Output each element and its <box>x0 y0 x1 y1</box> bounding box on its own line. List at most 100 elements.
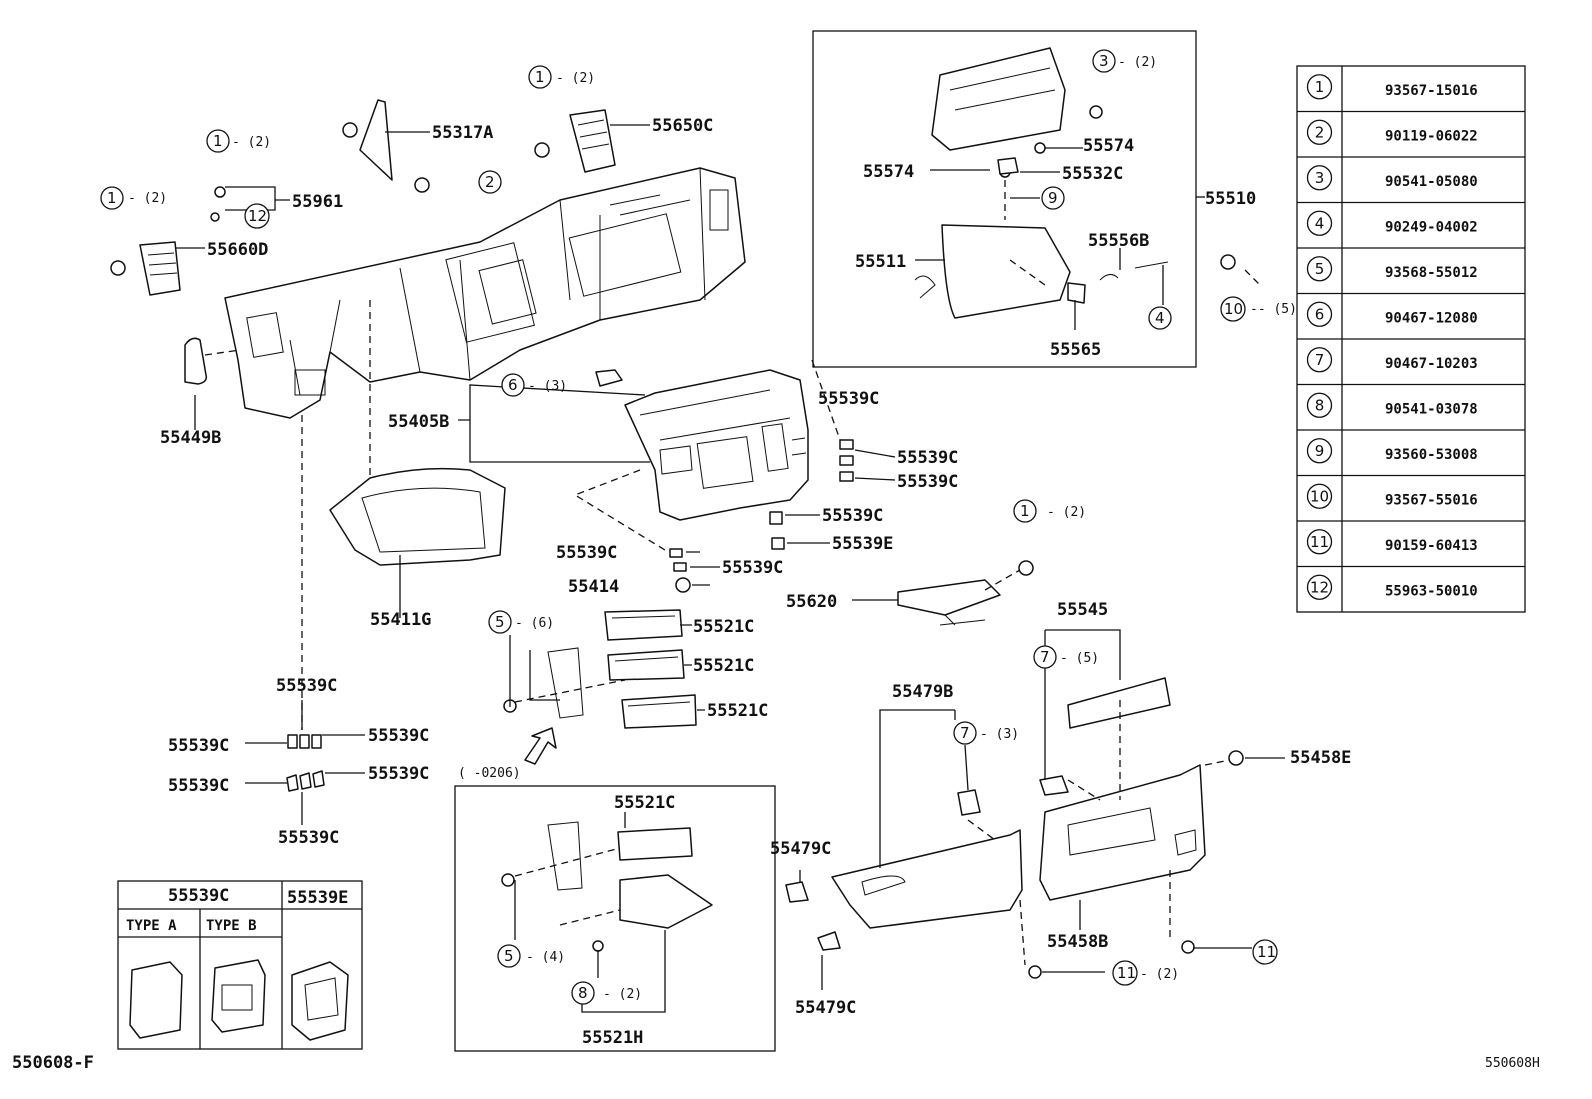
svg-text:TYPE B: TYPE B <box>206 918 257 934</box>
date-range: ( -0206) <box>458 766 521 781</box>
label-55650C: 55650C <box>652 116 713 136</box>
label-55556B: 55556B <box>1088 231 1149 251</box>
label-55521C-3: 55521C <box>707 701 768 721</box>
table-row-index-circle <box>1306 210 1333 236</box>
table-row-part-number: 90541-03078 <box>1385 401 1478 417</box>
label-55539C-1: 55539C <box>818 389 879 409</box>
vent-top-drawing <box>569 109 616 173</box>
svg-text:2: 2 <box>485 173 495 191</box>
table-row-part-number: 90467-10203 <box>1385 356 1478 372</box>
table-row-part-number: 93568-55012 <box>1385 265 1478 281</box>
table-row-index: 7 <box>1315 351 1325 369</box>
lower-panel-left-drawing <box>831 789 1023 929</box>
label-55539C-9: 55539C <box>368 726 429 746</box>
table-row-index: 9 <box>1315 442 1325 460</box>
svg-text:1: 1 <box>107 189 117 207</box>
footer-left: 550608-F <box>12 1053 94 1073</box>
label-55449B: 55449B <box>160 428 221 448</box>
label-55545: 55545 <box>1057 600 1108 620</box>
label-55539C-6: 55539C <box>722 558 783 578</box>
lower-trays-drawing <box>547 609 713 929</box>
svg-text:- (5): - (5) <box>1060 651 1099 666</box>
svg-text:3: 3 <box>1099 52 1109 70</box>
table-row-index-circle <box>1306 529 1333 555</box>
table-row-index-circle <box>1306 165 1333 191</box>
table-row-index: 5 <box>1315 260 1325 278</box>
table-row-index: 3 <box>1315 169 1325 187</box>
arrow-icon <box>524 727 557 765</box>
end-cap-drawing <box>184 337 208 385</box>
label-55317A: 55317A <box>432 123 493 143</box>
part-labels: 55317A 55650C 55961 55660D 55449B 55405B… <box>12 116 1540 1073</box>
label-55574-2: 55574 <box>863 162 914 182</box>
table-row-index-circle <box>1306 347 1333 373</box>
circled-numbers: 1 1 1 1 2 12 6 3 9 4 10 5 5 8 7 7 11 11 <box>100 49 1278 1005</box>
label-55510: 55510 <box>1205 189 1256 209</box>
label-55458E: 55458E <box>1290 748 1351 768</box>
svg-text:5: 5 <box>504 947 514 965</box>
meter-hood-drawing <box>329 467 506 566</box>
label-55620: 55620 <box>786 592 837 612</box>
label-55539C-12: 55539C <box>278 828 339 848</box>
qty-labels: - (2) - (2) - (2) - (2) - (3) - (2) -- (… <box>128 55 1297 1002</box>
table-row-part-number: 55963-50010 <box>1385 583 1478 599</box>
box-55510-frame <box>812 30 1197 368</box>
svg-text:10: 10 <box>1224 300 1243 318</box>
svg-text:- (2): - (2) <box>1140 967 1179 982</box>
svg-text:6: 6 <box>508 376 518 394</box>
lower-panel-right-drawing <box>1039 677 1206 901</box>
svg-text:- (6): - (6) <box>515 616 554 631</box>
svg-text:- (4): - (4) <box>526 950 565 965</box>
svg-text:TYPE A: TYPE A <box>126 918 177 934</box>
svg-text:9: 9 <box>1048 189 1058 207</box>
table-row-part-number: 93567-15016 <box>1385 83 1478 99</box>
svg-text:4: 4 <box>1155 309 1165 327</box>
svg-text:-- (5): -- (5) <box>1250 302 1297 317</box>
table-row-index-circle <box>1306 256 1333 282</box>
svg-text:- (2): - (2) <box>128 191 167 206</box>
label-55574-1: 55574 <box>1083 136 1134 156</box>
label-55479B: 55479B <box>892 682 953 702</box>
svg-text:7: 7 <box>1040 648 1050 666</box>
label-55539C-4: 55539C <box>822 506 883 526</box>
label-55521C-1: 55521C <box>693 617 754 637</box>
svg-text:- (2): - (2) <box>603 987 642 1002</box>
table-row-part-number: 90249-04002 <box>1385 219 1478 235</box>
dashed-guides <box>204 180 1261 966</box>
label-55479C-1: 55479C <box>770 839 831 859</box>
table-row-index-circle <box>1306 483 1333 509</box>
label-55405B: 55405B <box>388 412 449 432</box>
label-55539C-11: 55539C <box>368 764 429 784</box>
table-row-index: 6 <box>1315 305 1325 323</box>
label-55521C-2: 55521C <box>693 656 754 676</box>
table-row-index: 10 <box>1310 487 1329 505</box>
instrument-panel-drawing <box>224 167 746 419</box>
label-55458B: 55458B <box>1047 932 1108 952</box>
label-55539C-7: 55539C <box>276 676 337 696</box>
svg-text:- (2): - (2) <box>232 135 271 150</box>
label-55961: 55961 <box>292 192 343 212</box>
svg-text:1: 1 <box>1020 502 1030 520</box>
svg-text:5: 5 <box>495 613 505 631</box>
table-row-index-circle <box>1306 301 1333 327</box>
label-55539C-8: 55539C <box>168 736 229 756</box>
table-row-part-number: 90159-60413 <box>1385 538 1478 554</box>
table-row-index: 2 <box>1315 123 1325 141</box>
label-55565: 55565 <box>1050 340 1101 360</box>
svg-text:8: 8 <box>578 984 588 1002</box>
table-row-index: 11 <box>1310 533 1329 551</box>
table-row-part-number: 90119-06022 <box>1385 128 1478 144</box>
svg-text:55539C: 55539C <box>168 886 229 906</box>
bracket-55620-drawing <box>897 579 1001 616</box>
svg-text:- (3): - (3) <box>980 727 1019 742</box>
label-55539E: 55539E <box>832 534 893 554</box>
svg-text:11: 11 <box>1257 943 1276 961</box>
center-cluster-panel-drawing <box>595 369 809 521</box>
svg-text:11: 11 <box>1117 964 1136 982</box>
svg-text:- (2): - (2) <box>1047 505 1086 520</box>
clip-drawing <box>785 881 809 903</box>
label-55532C: 55532C <box>1062 164 1123 184</box>
table-row-part-number: 93560-53008 <box>1385 447 1478 463</box>
label-55539C-3: 55539C <box>897 472 958 492</box>
